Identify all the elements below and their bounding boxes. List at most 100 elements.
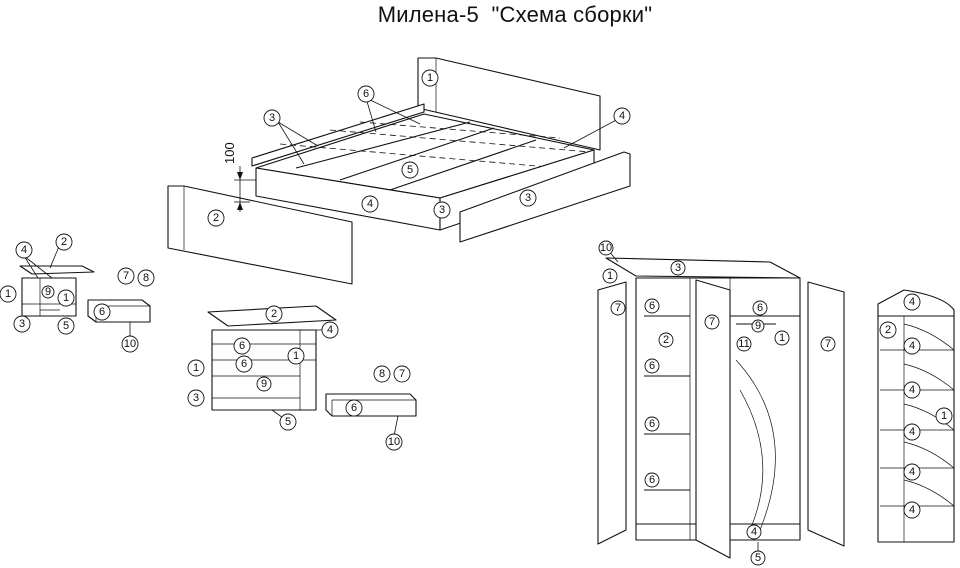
ns-badge-5: 5 (57, 317, 75, 335)
svg-text:11: 11 (738, 338, 749, 350)
svg-text:4: 4 (21, 244, 27, 256)
svg-text:2: 2 (213, 212, 219, 224)
svg-text:1: 1 (5, 288, 11, 300)
bed-badge-4b: 4 (361, 195, 379, 213)
dimension-label: 100 (222, 142, 237, 164)
svg-text:4: 4 (909, 466, 915, 478)
svg-text:4: 4 (367, 198, 373, 210)
svg-text:6: 6 (351, 402, 357, 414)
svg-text:9: 9 (755, 320, 761, 332)
svg-text:6: 6 (99, 306, 105, 318)
dr-badge-2: 2 (265, 305, 283, 323)
svg-text:5: 5 (285, 416, 291, 428)
wd-badge-6d: 6 (644, 416, 660, 432)
svg-text:6: 6 (363, 88, 369, 100)
svg-text:6: 6 (241, 358, 247, 370)
wardrobe-right-door (807, 281, 845, 547)
svg-text:4: 4 (909, 426, 915, 438)
cs-badge-4e: 4 (903, 463, 921, 481)
svg-text:1: 1 (63, 292, 69, 304)
dr-badge-1b: 1 (187, 359, 205, 377)
cs-badge-4a: 4 (903, 293, 921, 311)
bed-badge-6: 6 (357, 85, 375, 103)
svg-text:4: 4 (909, 504, 915, 516)
corner-shelf-assembly: 4 2 4 4 1 4 4 4 (877, 289, 955, 543)
svg-text:7: 7 (399, 368, 405, 380)
svg-text:3: 3 (675, 262, 681, 274)
cs-badge-2: 2 (879, 321, 897, 339)
bed-badge-4a: 4 (613, 107, 631, 125)
bed-badge-1: 1 (421, 69, 439, 87)
svg-text:2: 2 (271, 308, 277, 320)
svg-text:4: 4 (327, 324, 333, 336)
dr-badge-1a: 1 (287, 347, 305, 365)
wd-badge-2: 2 (658, 332, 674, 348)
svg-text:4: 4 (909, 340, 915, 352)
svg-text:1: 1 (293, 350, 299, 362)
svg-text:7: 7 (825, 338, 831, 350)
nightstand-top (19, 265, 95, 275)
dr-badge-10: 10 (385, 433, 403, 451)
svg-text:6: 6 (649, 418, 655, 430)
dr-badge-8: 8 (373, 365, 391, 383)
ns-badge-2: 2 (55, 233, 73, 251)
bed-badge-3c: 3 (519, 189, 537, 207)
dr-badge-6b: 6 (235, 355, 253, 373)
svg-text:9: 9 (45, 286, 51, 298)
svg-text:10: 10 (600, 242, 612, 254)
cs-badge-4d: 4 (903, 423, 921, 441)
svg-text:1: 1 (779, 332, 785, 344)
wd-badge-6c: 6 (644, 358, 660, 374)
svg-text:6: 6 (649, 300, 655, 312)
dresser-assembly: 2 4 6 1 6 1 9 3 5 8 7 6 10 (187, 305, 417, 451)
wd-badge-7c: 7 (820, 336, 836, 352)
ns-badge-6: 6 (93, 303, 111, 321)
svg-text:3: 3 (193, 392, 199, 404)
ns-badge-8: 8 (137, 269, 155, 287)
svg-text:6: 6 (757, 302, 763, 314)
ns-badge-4: 4 (15, 241, 33, 259)
bed-badge-3b: 3 (433, 201, 451, 219)
svg-text:3: 3 (525, 192, 531, 204)
wardrobe-assembly: 10 3 1 7 6 2 7 6 9 11 1 7 6 6 6 4 5 (597, 240, 845, 566)
svg-text:1: 1 (193, 362, 199, 374)
bed-badge-2: 2 (207, 209, 225, 227)
svg-text:3: 3 (269, 112, 275, 124)
wd-badge-5: 5 (750, 550, 766, 566)
svg-text:3: 3 (19, 318, 25, 330)
wd-badge-6b: 6 (752, 300, 768, 316)
svg-text:1: 1 (941, 410, 947, 422)
cs-badge-4b: 4 (903, 337, 921, 355)
wd-badge-10: 10 (598, 240, 614, 256)
dr-badge-7: 7 (393, 365, 411, 383)
wd-badge-1b: 1 (774, 330, 790, 346)
ns-badge-9: 9 (41, 285, 55, 299)
cs-badge-4c: 4 (903, 381, 921, 399)
svg-text:8: 8 (143, 272, 149, 284)
dr-badge-5: 5 (279, 413, 297, 431)
cs-badge-1: 1 (935, 407, 953, 425)
svg-text:4: 4 (909, 296, 915, 308)
svg-text:6: 6 (649, 360, 655, 372)
dr-badge-3: 3 (187, 389, 205, 407)
svg-text:8: 8 (379, 368, 385, 380)
ns-badge-7: 7 (117, 267, 135, 285)
wd-badge-1a: 1 (602, 268, 618, 284)
svg-text:10: 10 (124, 338, 136, 350)
svg-text:4: 4 (619, 110, 625, 122)
wardrobe-left-door (597, 281, 627, 545)
ns-badge-3: 3 (13, 315, 31, 333)
bed-assembly: 100 1 6 3 4 5 4 3 3 2 (167, 57, 631, 285)
svg-text:4: 4 (751, 526, 757, 538)
bed-badge-5: 5 (401, 161, 419, 179)
svg-text:9: 9 (261, 378, 267, 390)
cs-badge-4f: 4 (903, 501, 921, 519)
wd-badge-7a: 7 (610, 300, 626, 316)
bed-badge-3a: 3 (263, 109, 281, 127)
svg-text:1: 1 (427, 72, 433, 84)
svg-text:7: 7 (123, 270, 129, 282)
svg-text:2: 2 (885, 324, 891, 336)
dr-badge-6c: 6 (345, 399, 363, 417)
ns-badge-1b: 1 (57, 289, 75, 307)
